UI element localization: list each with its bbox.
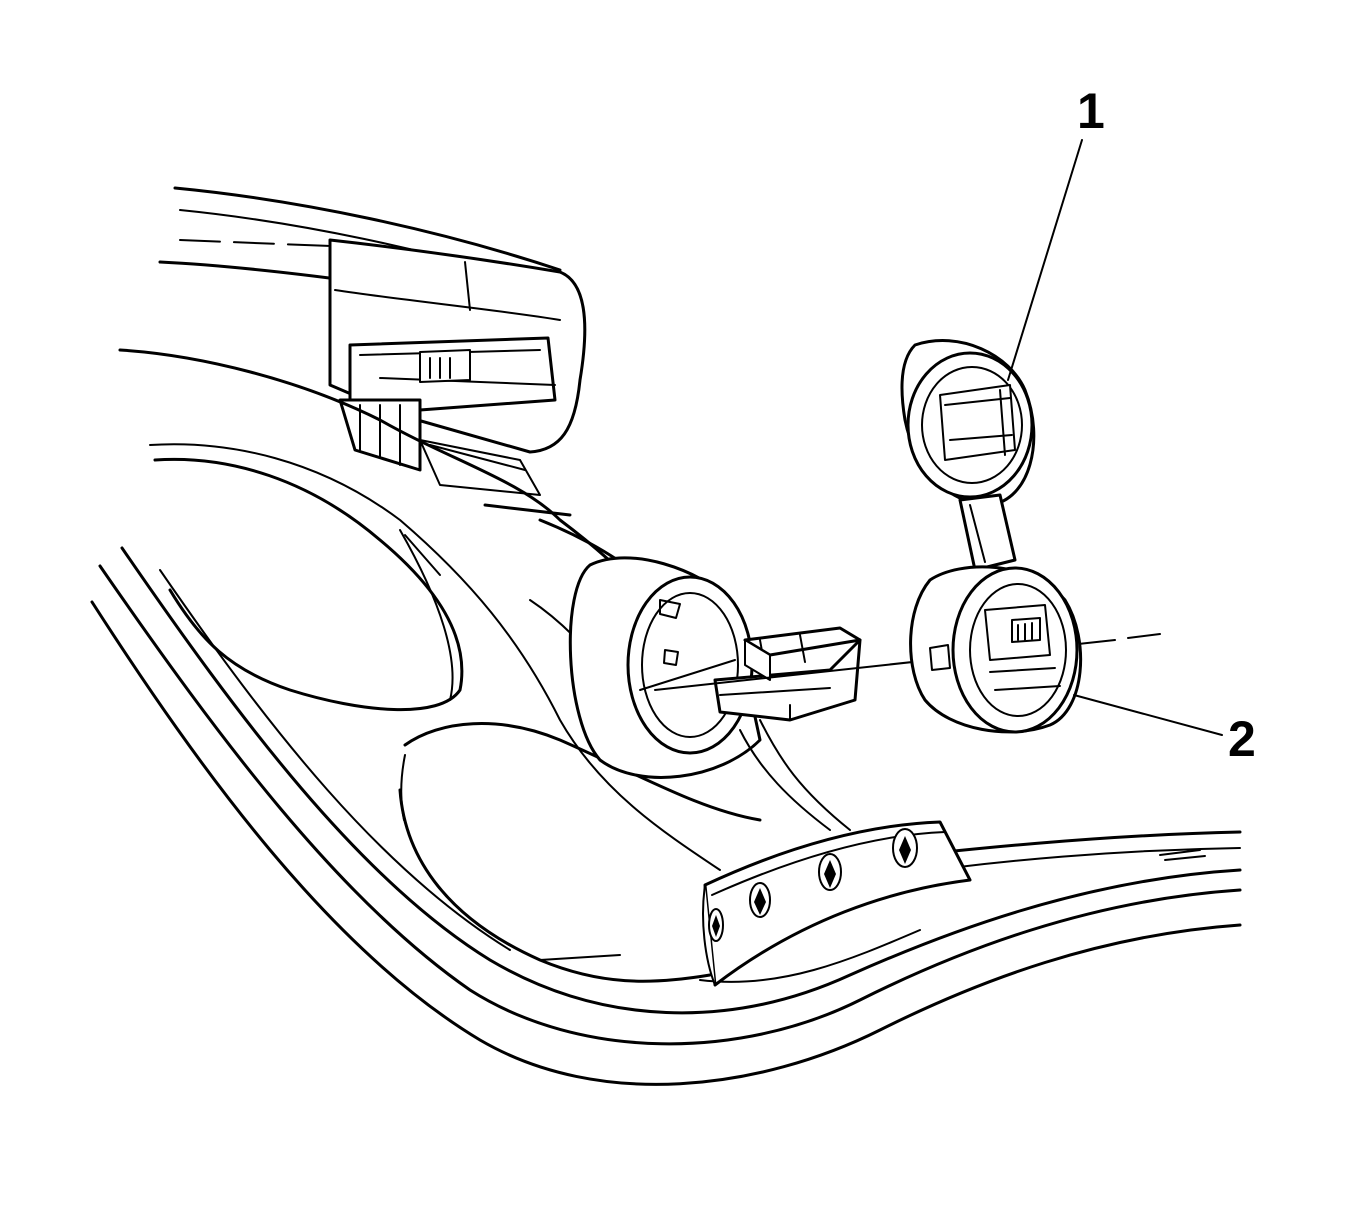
body-panel bbox=[118, 348, 762, 983]
outlet-bezel bbox=[909, 565, 1083, 734]
socket-housing bbox=[568, 556, 762, 779]
grommet-strip bbox=[702, 820, 972, 987]
callout-number-2: 2 bbox=[1228, 711, 1256, 767]
leader-line-2 bbox=[1073, 694, 1223, 736]
tether-strap bbox=[958, 493, 1017, 572]
callout-number-1: 1 bbox=[1077, 83, 1105, 139]
leader-line-1 bbox=[1007, 139, 1083, 381]
leader-lines bbox=[1007, 139, 1223, 736]
protective-cap bbox=[900, 339, 1036, 507]
mounting-bracket bbox=[338, 336, 572, 517]
electrical-connector bbox=[713, 626, 862, 831]
